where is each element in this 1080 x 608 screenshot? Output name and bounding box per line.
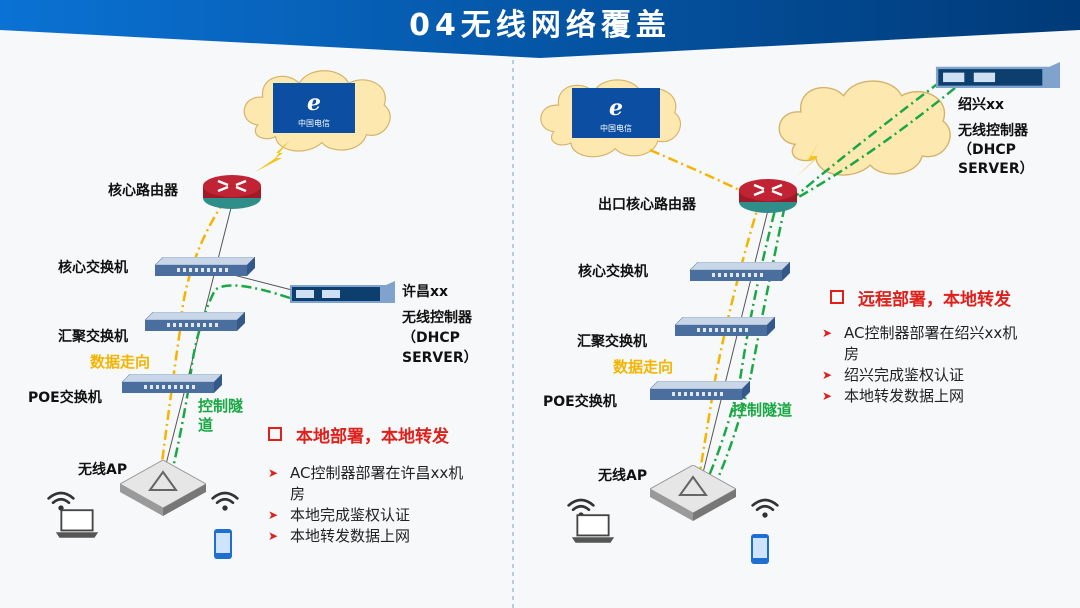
bullet-item: ➤本地完成鉴权认证 (268, 506, 411, 524)
svg-text:中国电信: 中国电信 (600, 123, 632, 133)
bullet-item: ➤AC控制器部署在绍兴xx机 (822, 324, 1018, 342)
controller-site: 许昌xx (402, 284, 449, 300)
agg-switch-icon (145, 312, 245, 332)
left-topology: ℯ 中国电信 (47, 70, 395, 559)
poe-switch-label: POE交换机 (28, 390, 102, 406)
poe-switch-label: POE交换机 (543, 394, 617, 410)
arrow-bullet-icon: ➤ (268, 529, 279, 543)
laptop-icon (570, 514, 616, 544)
agg-switch-icon (675, 317, 775, 337)
controller-label: 许昌xx 无线控制器 （DHCP SERVER） (402, 282, 478, 368)
svg-text:ℯ: ℯ (609, 96, 623, 121)
core-switch-icon (689, 262, 791, 282)
ap-label: 无线AP (78, 462, 128, 478)
phone-icon (751, 534, 769, 564)
data-flow-label: 数据走向 (90, 353, 151, 371)
controller-role-cont: SERVER） (402, 350, 478, 366)
control-tunnel-path (168, 284, 291, 481)
phone-icon (214, 529, 232, 559)
egress-router-icon (737, 178, 799, 214)
core-router-icon (201, 174, 263, 210)
arrow-bullet-icon: ➤ (268, 508, 279, 522)
arrow-bullet-icon: ➤ (822, 389, 833, 403)
control-tunnel-label: 控制隧道 (732, 401, 793, 419)
poe-switch-icon (650, 381, 750, 401)
bullet-item: ➤本地转发数据上网 (822, 387, 965, 405)
controller-name: 无线控制器 (402, 310, 472, 326)
controller-name: 无线控制器 (958, 123, 1028, 139)
controller-role: （DHCP (402, 330, 460, 346)
arrow-bullet-icon: ➤ (822, 368, 833, 382)
data-flow-path (158, 199, 227, 479)
controller-site: 绍兴xx (958, 97, 1005, 113)
bullet-list: ➤AC控制器部署在绍兴xx机 房 ➤绍兴完成鉴权认证 ➤本地转发数据上网 (822, 323, 1017, 407)
bullet-item-cont: 房 (290, 485, 306, 503)
controller-role: （DHCP (958, 142, 1016, 158)
egress-router-label: 出口核心路由器 (598, 197, 696, 213)
poe-switch-icon (122, 374, 222, 394)
square-bullet-icon (830, 290, 844, 304)
page-title: 04无线网络覆盖 (409, 8, 671, 43)
china-telecom-logo (572, 88, 660, 138)
core-switch-label: 核心交换机 (578, 264, 648, 280)
bullet-item-cont: 房 (844, 345, 860, 363)
laptop-icon (54, 509, 100, 539)
control-tunnel-label-cont: 道 (198, 416, 214, 434)
controller-label: 绍兴xx 无线控制器 （DHCP SERVER） (958, 96, 1034, 179)
data-flow-label: 数据走向 (613, 358, 674, 376)
bullet-item: ➤AC控制器部署在许昌xx机 (268, 464, 464, 482)
legend-remote: 远程部署，本地转发 (830, 285, 1011, 310)
bullet-item: ➤绍兴完成鉴权认证 (822, 366, 965, 384)
square-bullet-icon (268, 427, 282, 441)
right-topology: ℯ 中国电信 (540, 62, 1061, 564)
ap-icon (120, 460, 206, 516)
bullet-list: ➤AC控制器部署在许昌xx机 房 ➤本地完成鉴权认证 ➤本地转发数据上网 (268, 463, 463, 547)
remote-cloud (778, 80, 951, 176)
svg-text:中国电信: 中国电信 (298, 118, 330, 128)
core-switch-label: 核心交换机 (58, 260, 128, 276)
wifi-icon (211, 491, 239, 512)
ap-label: 无线AP (598, 468, 648, 484)
agg-switch-label: 汇聚交换机 (577, 334, 647, 350)
arrow-bullet-icon: ➤ (822, 326, 833, 340)
arrow-bullet-icon: ➤ (268, 466, 279, 480)
china-telecom-logo (273, 83, 355, 133)
legend-local: 本地部署，本地转发 (268, 422, 449, 447)
header-banner (0, 0, 1080, 58)
wifi-icon (751, 498, 779, 519)
wifi-icon (47, 491, 75, 512)
svg-text:ℯ: ℯ (307, 91, 321, 116)
bullet-item: ➤本地转发数据上网 (268, 527, 411, 545)
agg-switch-label: 汇聚交换机 (58, 329, 128, 345)
legend-text: 本地部署，本地转发 (296, 427, 449, 447)
legend-text: 远程部署，本地转发 (858, 290, 1011, 310)
wireless-controller-icon (935, 62, 1061, 88)
ap-icon (650, 465, 736, 521)
control-tunnel-label: 控制隧 (198, 397, 244, 415)
core-router-label: 核心路由器 (108, 183, 178, 199)
wireless-controller-icon (290, 281, 395, 303)
controller-role-cont: SERVER） (958, 161, 1034, 177)
core-switch-icon (155, 257, 255, 277)
